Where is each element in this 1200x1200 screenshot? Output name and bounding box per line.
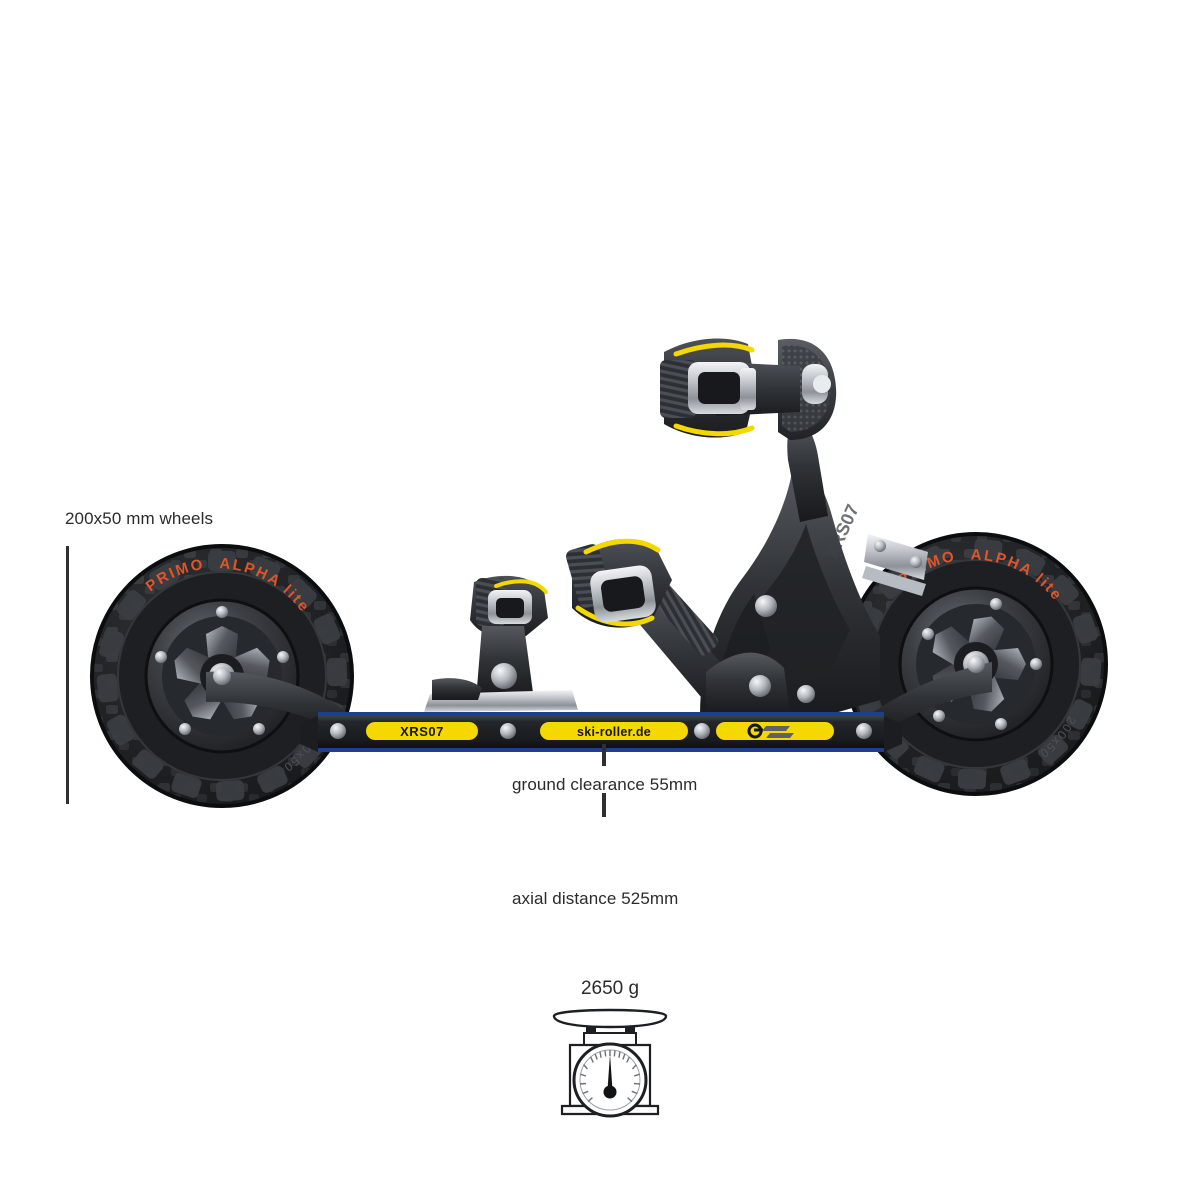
shaft-site-text: ski-roller.de <box>577 725 651 739</box>
weight-indicator: 2650 g <box>548 978 672 1118</box>
rear-binding-buckle[interactable] <box>688 362 756 414</box>
wheel-height-dimension-line <box>66 546 69 804</box>
weight-value-label: 2650 g <box>580 978 640 999</box>
ground-clearance-label: ground clearance 55mm <box>512 775 698 794</box>
rear-axle-clamp <box>862 534 928 596</box>
ground-clearance-line-bottom <box>602 793 606 817</box>
center-binding-buckle[interactable] <box>589 564 658 624</box>
shaft-model-text: XRS07 <box>400 724 444 739</box>
shaft-decal-model <box>366 722 478 740</box>
brand-logo-icon <box>747 723 794 739</box>
axial-distance-label: axial distance 525mm <box>512 889 679 908</box>
wheels-dimension-label: 200x50 mm wheels <box>65 509 214 528</box>
kitchen-scale-icon <box>552 1008 668 1118</box>
main-shaft: XRS07 ski-roller.de <box>300 712 902 752</box>
front-binding-buckle[interactable] <box>488 590 532 624</box>
center-binding[interactable] <box>564 538 790 716</box>
rear-binding[interactable] <box>660 338 837 440</box>
front-binding[interactable] <box>424 575 578 712</box>
shaft-decal-site <box>540 722 688 740</box>
ground-clearance-line-top <box>602 744 606 766</box>
